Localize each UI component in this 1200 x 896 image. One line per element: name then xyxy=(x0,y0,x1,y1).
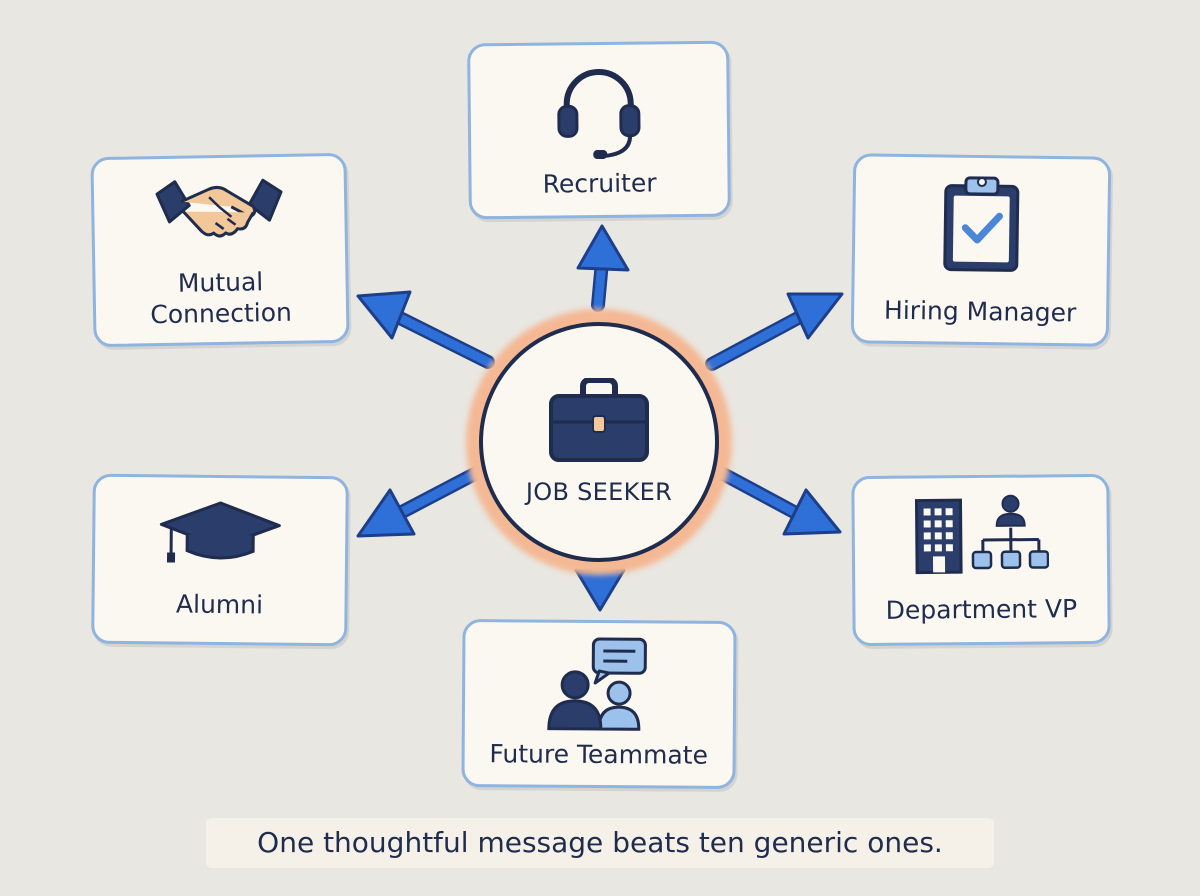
arrow-to-alumni xyxy=(356,461,493,538)
alumni-card: Alumni xyxy=(91,473,349,647)
future-teammate-label: Future Teammate xyxy=(489,739,708,771)
arrow-to-department-vp xyxy=(705,461,842,536)
department-vp-card: Department VP xyxy=(851,473,1111,647)
graduation-cap-icon xyxy=(159,501,281,563)
future-teammate-card: Future Teammate xyxy=(461,619,737,789)
caption-background xyxy=(206,818,994,868)
people-chat-icon xyxy=(547,637,647,732)
mutual-connection-label: Mutual Connection xyxy=(150,266,293,331)
department-vp-label: Department VP xyxy=(885,594,1078,626)
arrow-to-recruiter xyxy=(576,224,630,312)
job-seeker-label: JOB SEEKER xyxy=(525,478,673,506)
hiring-manager-card: Hiring Manager xyxy=(850,153,1112,347)
mutual-connection-label-line1: Mutual xyxy=(177,267,264,298)
recruiter-label: Recruiter xyxy=(542,168,657,199)
clipboard-check-icon xyxy=(943,176,1020,273)
briefcase-icon xyxy=(549,378,649,462)
arrow-to-hiring-manager xyxy=(705,292,844,371)
org-chart-icon xyxy=(914,495,1050,575)
mutual-connection-card: Mutual Connection xyxy=(90,152,350,348)
hiring-manager-label: Hiring Manager xyxy=(883,296,1077,328)
mutual-connection-label-line2: Connection xyxy=(150,297,293,330)
recruiter-card: Recruiter xyxy=(467,40,731,220)
handshake-icon xyxy=(155,178,283,238)
caption: One thoughtful message beats ten generic… xyxy=(257,825,943,859)
job-seeker-node: JOB SEEKER xyxy=(479,322,719,562)
headset-icon xyxy=(557,69,641,160)
arrow-to-mutual-connection xyxy=(356,290,495,369)
alumni-label: Alumni xyxy=(175,589,264,620)
